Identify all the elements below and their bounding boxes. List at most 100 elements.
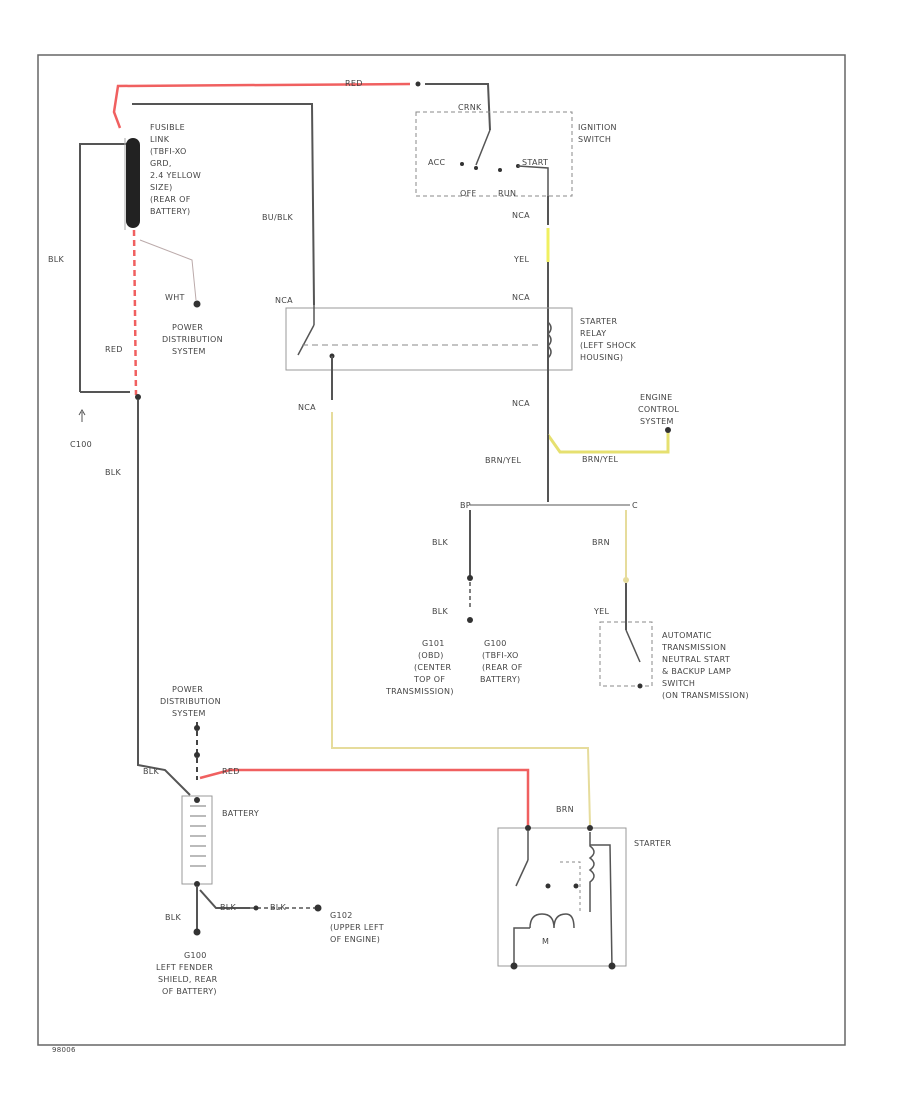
svg-text:FUSIBLE: FUSIBLE [150, 123, 185, 132]
svg-text:BRN: BRN [592, 538, 610, 547]
svg-text:SWITCH: SWITCH [662, 679, 695, 688]
svg-text:BP: BP [460, 501, 471, 510]
svg-text:DISTRIBUTION: DISTRIBUTION [160, 697, 221, 706]
svg-text:SWITCH: SWITCH [578, 135, 611, 144]
auto-trans-label: AUTOMATIC TRANSMISSION NEUTRAL START & B… [661, 631, 749, 700]
ignition-switch: CRNK ACC START OFF RUN [415, 103, 573, 198]
label-red-top: RED [345, 79, 363, 88]
svg-text:SYSTEM: SYSTEM [172, 347, 206, 356]
svg-text:BLK: BLK [270, 903, 287, 912]
power-dist-1-label: POWER DISTRIBUTION SYSTEM [162, 323, 223, 356]
svg-text:2.4 YELLOW: 2.4 YELLOW [150, 171, 201, 180]
label-nca-relay-out: NCA [298, 403, 316, 412]
svg-text:(CENTER: (CENTER [414, 663, 451, 672]
svg-text:C100: C100 [70, 440, 92, 449]
svg-text:AUTOMATIC: AUTOMATIC [662, 631, 712, 640]
brn-yel-junction: BRN/YEL BRN/YEL [485, 400, 671, 502]
c100-connector: C100 [70, 409, 92, 449]
fusible-link-label: FUSIBLE LINK (TBFI-XO GRD, 2.4 YELLOW SI… [150, 123, 201, 216]
svg-text:STARTER: STARTER [634, 839, 672, 848]
starter-relay-label: STARTER RELAY (LEFT SHOCK HOUSING) [580, 317, 636, 362]
svg-text:RUN: RUN [498, 189, 516, 198]
svg-text:START: START [522, 158, 548, 167]
svg-text:NEUTRAL START: NEUTRAL START [662, 655, 730, 664]
svg-text:HOUSING): HOUSING) [580, 353, 623, 362]
svg-text:G102: G102 [330, 911, 353, 920]
svg-text:G100: G100 [184, 951, 207, 960]
svg-text:BRN/YEL: BRN/YEL [582, 455, 618, 464]
starter-relay: NCA [275, 296, 573, 400]
svg-text:SYSTEM: SYSTEM [172, 709, 206, 718]
svg-text:IGNITION: IGNITION [578, 123, 617, 132]
svg-text:(TBFI-XO: (TBFI-XO [482, 651, 519, 660]
svg-text:G100: G100 [484, 639, 507, 648]
svg-text:YEL: YEL [593, 607, 610, 616]
svg-text:TRANSMISSION: TRANSMISSION [661, 643, 726, 652]
svg-text:POWER: POWER [172, 685, 203, 694]
svg-text:(LEFT SHOCK: (LEFT SHOCK [580, 341, 636, 350]
label-red-left: RED [105, 345, 123, 354]
svg-text:DISTRIBUTION: DISTRIBUTION [162, 335, 223, 344]
svg-text:CONTROL: CONTROL [638, 405, 679, 414]
svg-text:BLK: BLK [432, 538, 449, 547]
battery: BATTERY [181, 795, 259, 887]
red-feed-wire: RED [112, 79, 491, 131]
svg-text:OFF: OFF [460, 189, 476, 198]
label-wht: WHT [165, 293, 185, 302]
battery-ground: BLK BLK BLK [165, 886, 322, 936]
svg-text:ACC: ACC [428, 158, 446, 167]
label-red-batt: RED [222, 767, 240, 776]
svg-text:SIZE): SIZE) [150, 183, 173, 192]
ignition-switch-label: IGNITION SWITCH [578, 123, 617, 144]
diagram-border [37, 54, 846, 1046]
svg-text:M: M [542, 937, 549, 946]
svg-text:& BACKUP LAMP: & BACKUP LAMP [662, 667, 731, 676]
svg-text:BLK: BLK [432, 607, 449, 616]
svg-text:OF BATTERY): OF BATTERY) [162, 987, 217, 996]
neutral-start-switch: YEL [593, 607, 653, 689]
svg-text:POWER: POWER [172, 323, 203, 332]
power-dist-2-label: POWER DISTRIBUTION SYSTEM [160, 685, 221, 718]
svg-text:(UPPER LEFT: (UPPER LEFT [330, 923, 384, 932]
svg-text:BATTERY): BATTERY) [150, 207, 190, 216]
svg-text:SHIELD, REAR: SHIELD, REAR [158, 975, 218, 984]
svg-text:NCA: NCA [512, 293, 530, 302]
label-blk-batt: BLK [143, 767, 160, 776]
g101-label: G101 (OBD) (CENTER TOP OF TRANSMISSION) [385, 639, 454, 696]
relay-to-starter-wire [331, 412, 591, 826]
svg-text:TRANSMISSION): TRANSMISSION) [385, 687, 454, 696]
label-blk-lower: BLK [105, 468, 122, 477]
bp-c-split: BP C BLK BLK BRN [432, 501, 638, 630]
label-blk-left: BLK [48, 255, 65, 264]
svg-text:STARTER: STARTER [580, 317, 618, 326]
svg-text:BATTERY: BATTERY [222, 809, 259, 818]
svg-text:BLK: BLK [165, 913, 182, 922]
ign-to-relay-wire: NCA YEL NCA [512, 196, 550, 318]
svg-text:C: C [632, 501, 638, 510]
svg-text:(REAR OF: (REAR OF [482, 663, 523, 672]
svg-text:CRNK: CRNK [458, 103, 482, 112]
fusible-link [79, 103, 315, 400]
g100-grd-label: G100 (TBFI-XO (REAR OF BATTERY) [480, 639, 523, 684]
svg-text:NCA: NCA [275, 296, 293, 305]
svg-text:TOP OF: TOP OF [413, 675, 445, 684]
svg-text:BLK: BLK [220, 903, 237, 912]
svg-text:BRN/YEL: BRN/YEL [485, 456, 521, 465]
svg-text:LINK: LINK [150, 135, 170, 144]
footer-code: 98006 [52, 1046, 76, 1054]
svg-text:(TBFI-XO: (TBFI-XO [150, 147, 187, 156]
svg-text:BATTERY): BATTERY) [480, 675, 520, 684]
label-bu-blk: BU/BLK [262, 213, 293, 222]
svg-text:G101: G101 [422, 639, 445, 648]
svg-text:SYSTEM: SYSTEM [640, 417, 674, 426]
g102-label: G102 (UPPER LEFT OF ENGINE) [330, 911, 384, 944]
svg-text:BRN: BRN [556, 805, 574, 814]
svg-text:YEL: YEL [513, 255, 530, 264]
blk-battery-wire [137, 400, 191, 796]
svg-text:GRD,: GRD, [150, 159, 172, 168]
svg-text:ENGINE: ENGINE [640, 393, 672, 402]
svg-text:LEFT FENDER: LEFT FENDER [156, 963, 213, 972]
svg-text:(ON TRANSMISSION): (ON TRANSMISSION) [662, 691, 749, 700]
svg-text:OF ENGINE): OF ENGINE) [330, 935, 380, 944]
